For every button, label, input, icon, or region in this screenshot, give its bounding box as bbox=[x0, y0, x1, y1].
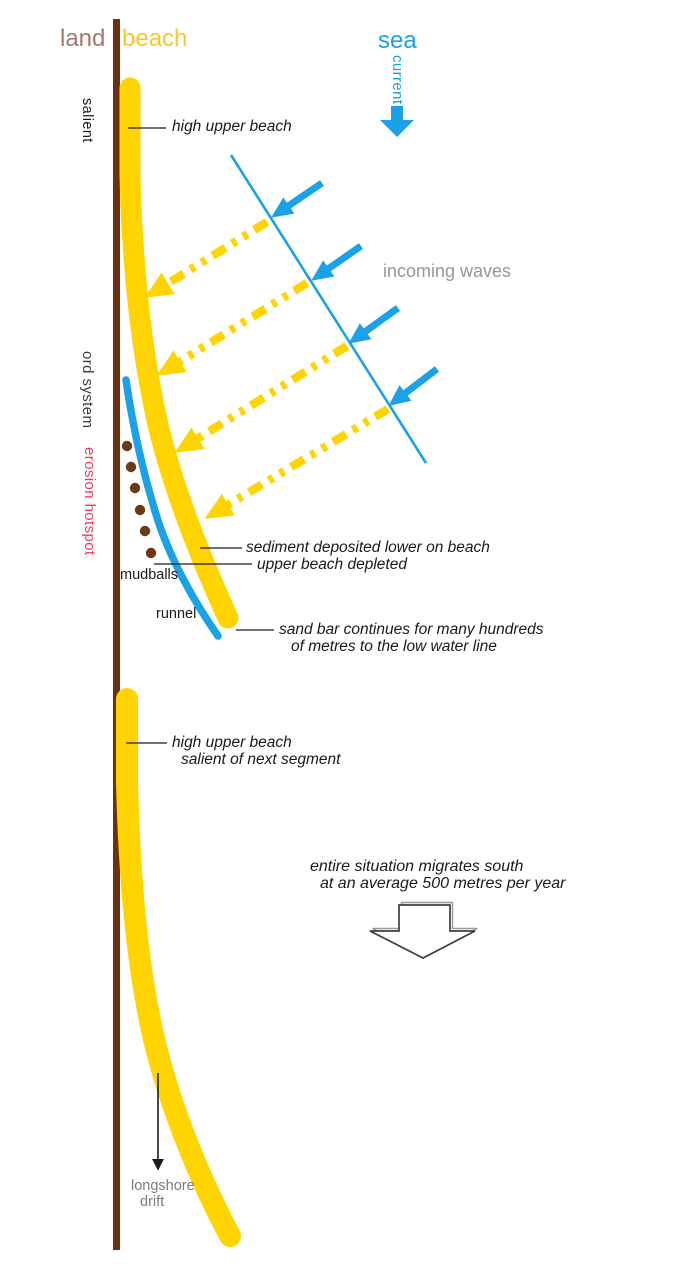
refracted-arrow-icon bbox=[144, 218, 270, 298]
annotation-sand-bar-line1: sand bar continues for many hundreds bbox=[279, 621, 544, 638]
zone-label-sea: sea bbox=[378, 27, 417, 54]
wave-arrow-icon bbox=[348, 305, 401, 344]
salient-label: salient bbox=[79, 98, 95, 143]
erosion-hotspot-label: erosion hotspot bbox=[81, 447, 98, 556]
mudball-dot bbox=[134, 504, 146, 516]
annotation-high-upper-beach: high upper beach bbox=[172, 118, 292, 135]
zone-label-beach: beach bbox=[122, 25, 188, 52]
annotation-next-salient-line2: salient of next segment bbox=[181, 751, 341, 768]
annotation-migration-line1: entire situation migrates south bbox=[310, 858, 524, 875]
ord-system-label: ord system bbox=[79, 351, 96, 429]
runnel-sandbar-curve bbox=[122, 376, 222, 640]
refracted-arrow-icon bbox=[174, 342, 350, 453]
wave-arrow-icon bbox=[271, 180, 324, 218]
annotation-longshore-line1: longshore bbox=[131, 1178, 195, 1194]
migration-arrow-icon bbox=[369, 901, 478, 959]
annotation-mudballs: mudballs bbox=[120, 567, 179, 583]
annotation-next-salient-line1: high upper beach bbox=[172, 734, 292, 751]
leader-lines bbox=[126, 127, 274, 744]
annotation-longshore-line2: drift bbox=[140, 1194, 165, 1210]
mudball-dot bbox=[145, 547, 157, 559]
zone-label-land: land bbox=[60, 25, 106, 52]
refracted-arrow-icon bbox=[204, 405, 391, 519]
upper-beach-band bbox=[119, 77, 239, 629]
mudball-dot bbox=[139, 525, 151, 537]
annotation-sand-bar-line2: of metres to the low water line bbox=[291, 638, 497, 655]
mudball-dot bbox=[129, 482, 141, 494]
annotation-runnel: runnel bbox=[156, 606, 197, 622]
annotation-migration-line2: at an average 500 metres per year bbox=[320, 875, 566, 892]
wave-arrow-icon bbox=[388, 366, 440, 406]
annotation-upper-beach-depleted: upper beach depleted bbox=[257, 556, 407, 573]
current-arrow-icon bbox=[380, 106, 414, 137]
mudballs-dots bbox=[121, 440, 157, 559]
refracted-arrow-icon bbox=[156, 279, 310, 376]
next-segment-beach-band bbox=[116, 688, 241, 1247]
annotation-sediment-deposited: sediment deposited lower on beach bbox=[246, 539, 490, 556]
incoming-wave-arrows bbox=[271, 180, 440, 406]
wave-arrow-icon bbox=[311, 243, 364, 281]
wave-front-line bbox=[229, 154, 428, 464]
migration-arrow-outline bbox=[369, 904, 476, 959]
annotation-incoming-waves: incoming waves bbox=[383, 261, 512, 281]
refracted-wave-arrows bbox=[144, 218, 391, 519]
mudball-dot bbox=[121, 440, 133, 452]
current-label: current bbox=[389, 55, 406, 105]
mudball-dot bbox=[125, 461, 137, 473]
